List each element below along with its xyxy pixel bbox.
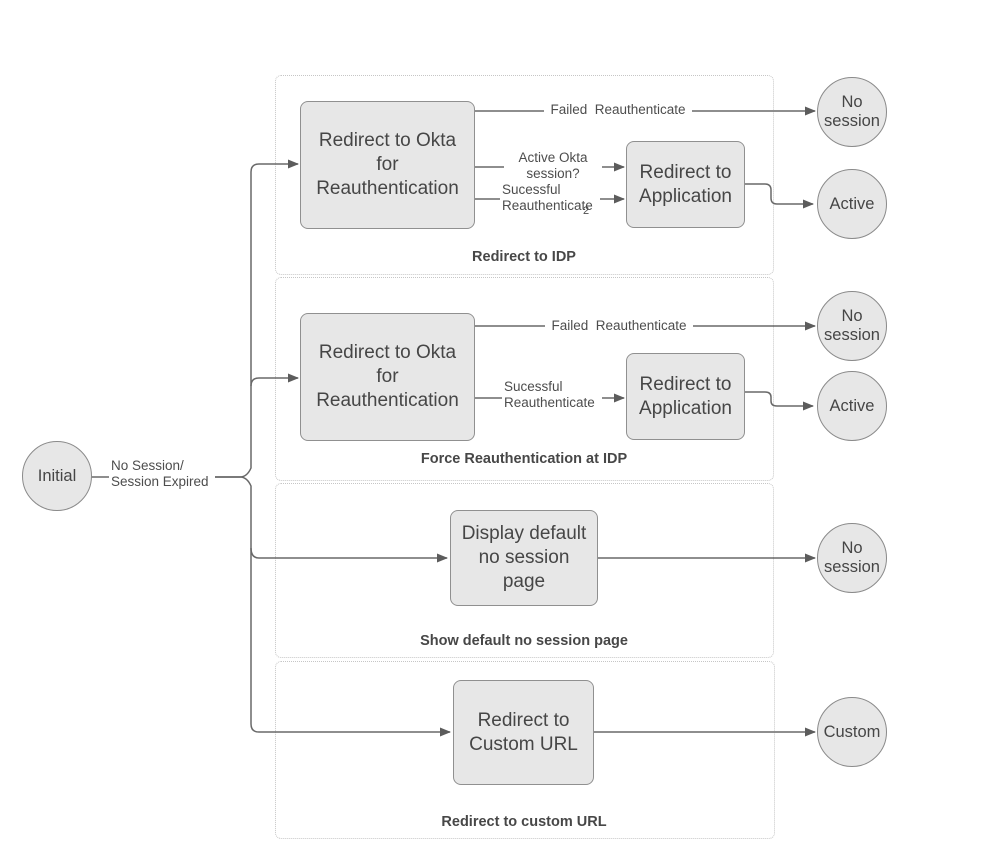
edge-label-failed-reauthenticate-1: Failed Reauthenticate <box>544 101 692 119</box>
edge-branch-to-display-box <box>250 547 448 563</box>
section-force-reauthentication-at-idp <box>275 277 774 481</box>
edge-application-to-active-2 <box>745 391 814 411</box>
section-show-default-no-session-page <box>275 483 774 658</box>
section-title-redirect-custom-url: Redirect to custom URL <box>441 814 607 830</box>
section-title-force-reauthentication: Force Reauthentication at IDP <box>420 451 628 467</box>
node-no-session-1: No session <box>817 77 887 147</box>
edge-application-to-active-1 <box>745 183 814 209</box>
edge-label-successful-reauthenticate-1: Sucessful Reauthenticate <box>500 181 600 215</box>
node-no-session-2: No session <box>817 291 887 361</box>
node-initial: Initial <box>22 441 92 511</box>
node-redirect-to-application-1: Redirect to Application <box>626 141 745 228</box>
node-display-default-no-session-page: Display default no session page <box>450 510 598 606</box>
node-redirect-to-okta-2: Redirect to Okta for Reauthentication <box>300 313 475 441</box>
edge-branch-to-okta-1 <box>205 159 299 478</box>
section-redirect-to-custom-url <box>275 661 775 839</box>
edge-label-active-okta-session: Active Okta session? <box>504 149 602 183</box>
node-active-1: Active <box>817 169 887 239</box>
section-title-redirect-to-idp: Redirect to IDP <box>472 249 576 265</box>
node-redirect-to-okta-1: Redirect to Okta for Reauthentication <box>300 101 475 229</box>
node-custom: Custom <box>817 697 887 767</box>
node-active-2: Active <box>817 371 887 441</box>
edge-label-no-session-expired: No Session/ Session Expired <box>109 457 215 491</box>
edge-label-suffix-2: 2 <box>583 205 590 217</box>
edge-branch-to-custom-url-box <box>205 476 451 737</box>
node-no-session-3: No session <box>817 523 887 593</box>
section-redirect-to-idp <box>275 75 774 275</box>
node-redirect-to-application-2: Redirect to Application <box>626 353 745 440</box>
edge-branch-to-okta-2 <box>250 373 299 387</box>
section-title-show-default-page: Show default no session page <box>420 633 628 649</box>
edge-label-failed-reauthenticate-2: Failed Reauthenticate <box>545 317 693 335</box>
edge-label-successful-reauthenticate-2: Sucessful Reauthenticate <box>502 378 602 412</box>
node-redirect-to-custom-url: Redirect to Custom URL <box>453 680 594 785</box>
